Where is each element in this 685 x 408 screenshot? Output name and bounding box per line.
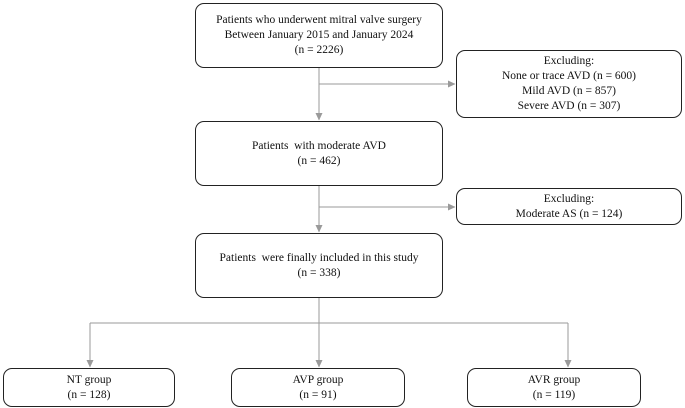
- moderate-avd-box: Patients with moderate AVD (n = 462): [195, 121, 443, 186]
- exclusion-1-item: Severe AVD (n = 307): [517, 100, 621, 112]
- avr-group-label: AVR group: [527, 373, 581, 386]
- exclusion-2-item: Moderate AS (n = 124): [515, 207, 623, 220]
- screened-count: (n = 2226): [294, 44, 344, 56]
- moderate-avd-count: (n = 462): [297, 154, 341, 167]
- exclusion-1-title: Excluding:: [543, 55, 595, 67]
- included-patients-box: Patients were finally included in this s…: [195, 233, 443, 298]
- exclusion-1-item: None or trace AVD (n = 600): [501, 70, 637, 82]
- exclusion-box-1: Excluding: None or trace AVD (n = 600) M…: [456, 50, 682, 118]
- avp-group-label: AVP group: [292, 373, 344, 386]
- moderate-avd-label: Patients with moderate AVD: [252, 139, 386, 152]
- avr-group-box: AVR group (n = 119): [467, 368, 641, 407]
- included-label: Patients were finally included in this s…: [219, 251, 419, 264]
- avp-group-box: AVP group (n = 91): [231, 368, 405, 407]
- nt-group-count: (n = 128): [67, 388, 111, 401]
- screened-line-2: Between January 2015 and January 2024: [224, 29, 414, 41]
- exclusion-2-title: Excluding:: [543, 192, 595, 205]
- exclusion-1-item: Mild AVD (n = 857): [522, 85, 616, 97]
- nt-group-box: NT group (n = 128): [3, 368, 175, 407]
- avp-group-count: (n = 91): [299, 388, 337, 401]
- nt-group-label: NT group: [66, 373, 112, 386]
- avr-group-count: (n = 119): [532, 388, 576, 401]
- exclusion-box-2: Excluding: Moderate AS (n = 124): [456, 188, 682, 225]
- included-count: (n = 338): [297, 266, 341, 279]
- screened-patients-box: Patients who underwent mitral valve surg…: [195, 3, 443, 68]
- screened-line-1: Patients who underwent mitral valve surg…: [216, 14, 422, 26]
